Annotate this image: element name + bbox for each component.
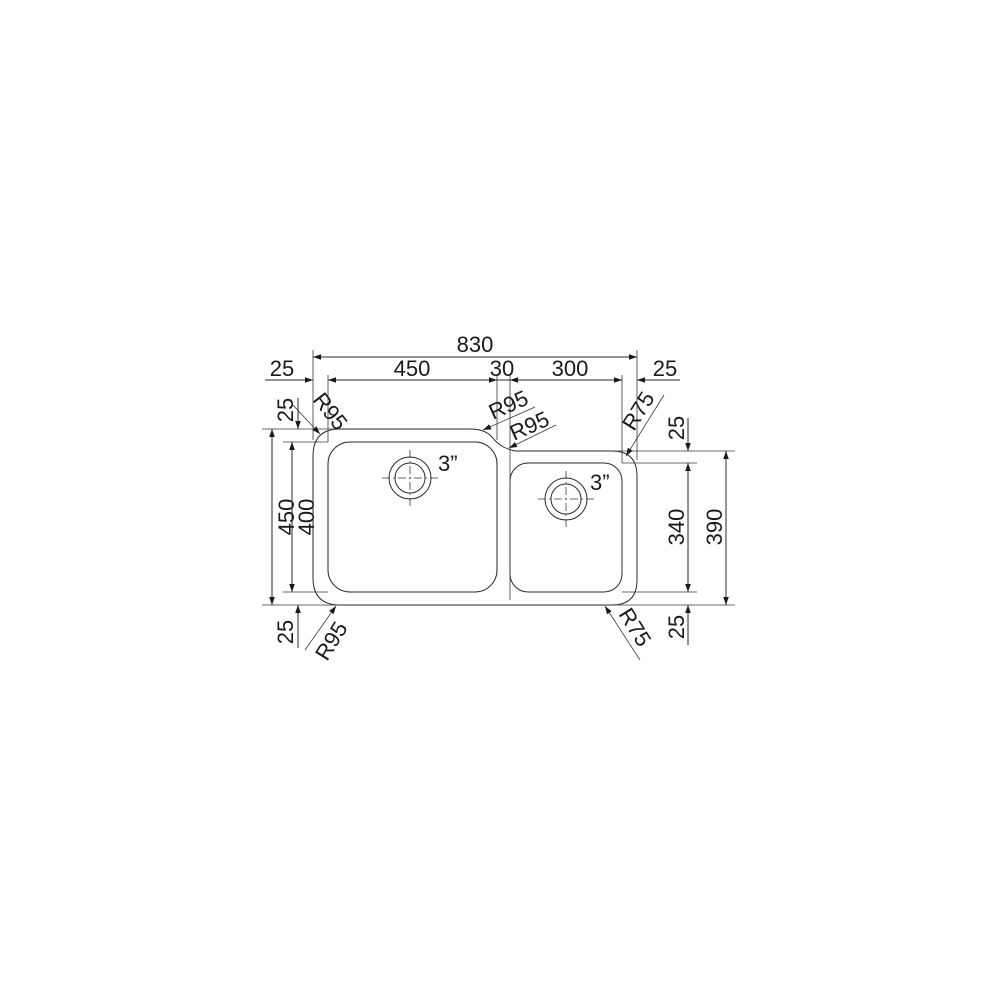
dim-bottom-margin-right: 25 <box>664 605 691 645</box>
svg-text:25: 25 <box>664 615 689 639</box>
svg-text:450: 450 <box>274 499 299 536</box>
svg-text:400: 400 <box>294 499 319 536</box>
left-drain-icon <box>382 450 438 506</box>
svg-text:25: 25 <box>653 356 677 381</box>
sink-outer-outline <box>312 428 638 606</box>
svg-text:830: 830 <box>457 332 494 357</box>
radius-top-left: R95 <box>291 388 353 435</box>
dim-overall-height-left: 450 <box>269 429 299 605</box>
dim-divider-width: 30 <box>490 356 514 381</box>
radius-bottom-right: R75 <box>604 603 657 661</box>
radius-bottom-left: R95 <box>304 605 353 665</box>
radius-top-right: R75 <box>617 387 665 457</box>
dim-top-margin-right: 25 <box>664 416 691 451</box>
dim-right-bowl-width: 300 <box>510 356 622 383</box>
left-drain-label: 3” <box>438 451 458 476</box>
svg-text:300: 300 <box>552 356 589 381</box>
dim-left-margin: 25 <box>265 356 313 383</box>
dim-overall-width: 830 <box>313 332 637 360</box>
svg-text:25: 25 <box>273 398 298 422</box>
right-drain-label: 3” <box>590 470 610 495</box>
dim-overall-height-right: 390 <box>702 451 729 605</box>
right-drain-icon <box>538 471 594 527</box>
svg-text:25: 25 <box>664 416 689 440</box>
dim-left-bowl-height: 400 <box>289 442 319 592</box>
svg-text:25: 25 <box>273 620 298 644</box>
left-bowl-inner <box>327 441 498 593</box>
dim-left-bowl-width: 450 <box>328 356 497 383</box>
extension-lines-vertical <box>312 350 638 600</box>
svg-text:390: 390 <box>702 509 727 546</box>
svg-text:R95: R95 <box>310 617 353 664</box>
svg-text:450: 450 <box>394 356 431 381</box>
svg-text:25: 25 <box>270 356 294 381</box>
svg-text:340: 340 <box>664 509 689 546</box>
dim-right-margin: 25 <box>637 356 680 383</box>
dim-top-margin-left: 25 <box>273 398 301 429</box>
svg-text:R75: R75 <box>617 387 660 434</box>
dim-bottom-margin-left: 25 <box>273 605 301 648</box>
svg-text:30: 30 <box>490 356 514 381</box>
dim-right-bowl-height: 340 <box>664 463 691 592</box>
svg-text:R75: R75 <box>614 603 657 650</box>
